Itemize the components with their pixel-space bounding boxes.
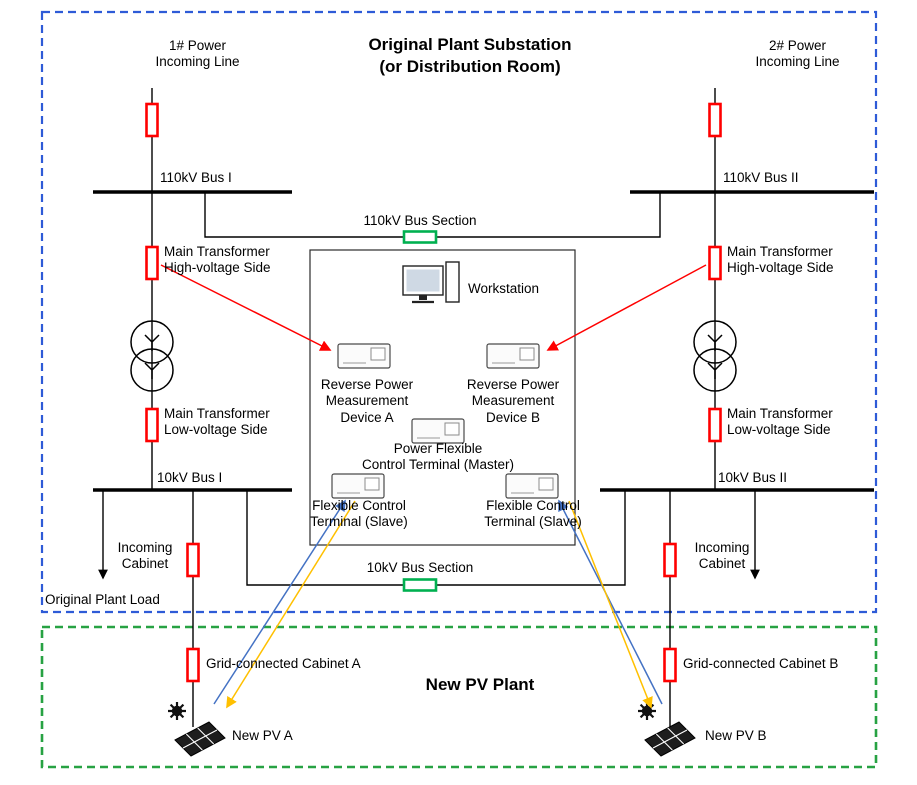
arrow-slave-to-pv-a: [226, 500, 356, 709]
label-new-pv-b: New PV B: [705, 728, 767, 743]
breaker-bus-section-10kv-icon: [402, 578, 438, 592]
reverse-power-device-a-icon: [337, 343, 391, 369]
label-incoming-cabinet-2: Incoming Cabinet: [694, 540, 750, 572]
breaker-incoming-cabinet-2-icon: [663, 542, 677, 578]
arrow-pv-a-to-slave: [213, 499, 346, 705]
label-master-terminal: Power Flexible Control Terminal (Master): [361, 441, 515, 473]
slave-terminal-left-icon: [331, 473, 385, 499]
feeder-1: [93, 88, 292, 727]
breaker-incoming-line-2-icon: [708, 102, 722, 138]
page-title: Original Plant Substation (or Distributi…: [368, 35, 572, 77]
arrow-slave-to-pv-b: [568, 500, 653, 709]
breaker-grid-cabinet-b-icon: [663, 647, 677, 683]
breaker-main-tx-hv-1-icon: [145, 245, 159, 281]
workstation-icon: [402, 261, 460, 304]
label-bus-110kv-1: 110kV Bus I: [160, 170, 232, 185]
slave-terminal-right-icon: [505, 473, 559, 499]
label-device-b: Reverse Power Measurement Device B: [466, 377, 560, 425]
label-bus-section-110kv: 110kV Bus Section: [363, 213, 477, 228]
label-main-tx-lv-2: Main Transformer Low-voltage Side: [727, 406, 833, 438]
pv-array-b-icon: [636, 700, 697, 758]
label-bus-section-10kv: 10kV Bus Section: [366, 560, 474, 575]
label-slave-terminal-right: Flexible Control Terminal (Slave): [484, 498, 582, 530]
substation-boundary: [40, 10, 878, 614]
control-system-box: [309, 249, 576, 546]
label-main-tx-hv-2: Main Transformer High-voltage Side: [727, 244, 834, 276]
breaker-grid-cabinet-a-icon: [186, 647, 200, 683]
label-main-tx-hv-1: Main Transformer High-voltage Side: [164, 244, 271, 276]
label-incoming-line-2: 2# Power Incoming Line: [755, 38, 840, 70]
label-grid-cabinet-b: Grid-connected Cabinet B: [683, 656, 839, 671]
breaker-bus-section-110kv-icon: [402, 230, 438, 244]
label-workstation: Workstation: [468, 281, 540, 296]
breaker-main-tx-lv-1-icon: [145, 407, 159, 443]
label-slave-terminal-left: Flexible Control Terminal (Slave): [310, 498, 408, 530]
label-original-plant-load: Original Plant Load: [45, 592, 160, 607]
label-device-a: Reverse Power Measurement Device A: [320, 377, 414, 425]
arrow-hv1-to-device-a: [160, 264, 332, 351]
pv-array-a-icon: [166, 700, 227, 758]
arrow-pv-b-to-slave: [558, 499, 663, 705]
label-main-tx-lv-1: Main Transformer Low-voltage Side: [164, 406, 270, 438]
breaker-main-tx-hv-2-icon: [708, 245, 722, 281]
arrow-hv2-to-device-b: [546, 264, 707, 351]
breaker-incoming-line-1-icon: [145, 102, 159, 138]
label-bus-10kv-2: 10kV Bus II: [718, 470, 788, 485]
pv-plant-boundary: [40, 625, 878, 769]
label-bus-10kv-1: 10kV Bus I: [157, 470, 223, 485]
pv-plant-title: New PV Plant: [425, 675, 535, 694]
label-bus-110kv-2: 110kV Bus II: [723, 170, 799, 185]
label-incoming-cabinet-1: Incoming Cabinet: [117, 540, 173, 572]
label-grid-cabinet-a: Grid-connected Cabinet A: [206, 656, 361, 671]
label-incoming-line-1: 1# Power Incoming Line: [155, 38, 240, 70]
signal-arrows: [160, 264, 707, 709]
feeder-2: [600, 88, 874, 727]
breaker-incoming-cabinet-1-icon: [186, 542, 200, 578]
label-new-pv-a: New PV A: [232, 728, 293, 743]
breaker-main-tx-lv-2-icon: [708, 407, 722, 443]
reverse-power-device-b-icon: [486, 343, 540, 369]
